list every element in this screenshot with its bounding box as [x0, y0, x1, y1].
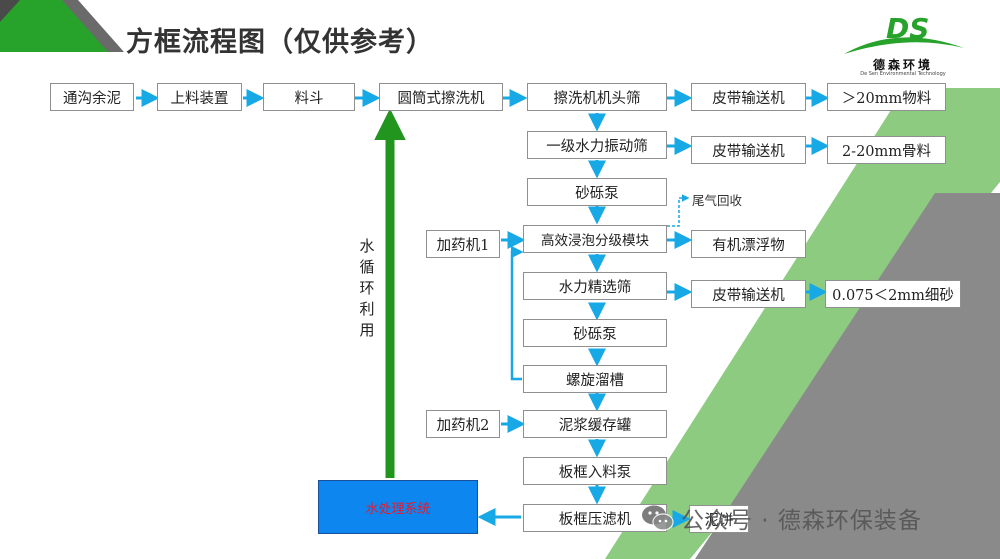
- box-dosing-1: 加药机1: [426, 230, 500, 258]
- company-logo: DS 德森环境 De Sen Environmental Technology: [838, 8, 968, 78]
- logo-mark-icon: DS: [844, 12, 964, 54]
- logo-mark-text: DS: [886, 12, 929, 45]
- box-drum-scrubber: 圆筒式擦洗机: [379, 83, 503, 111]
- page-title: 方框流程图（仅供参考）: [126, 27, 434, 58]
- box-hopper: 料斗: [263, 83, 355, 111]
- arrow-recycle: [510, 245, 524, 381]
- logo-name-cn: 德森环境: [872, 58, 933, 72]
- box-fine-screen: 水力精选筛: [523, 272, 667, 300]
- box-water-treatment: 水处理系统: [318, 480, 478, 534]
- box-product-aggregate: 2-20mm骨料: [827, 136, 946, 164]
- box-floating-organics: 有机漂浮物: [691, 230, 806, 258]
- box-soak-module: 高效浸泡分级模块: [523, 225, 667, 253]
- box-product-large: ＞20mm物料: [827, 83, 946, 111]
- logo-name-en: De Sen Environmental Technology: [860, 71, 946, 77]
- box-conveyor-mid: 皮带输送机: [691, 136, 806, 164]
- water-cycle-label: 水循环利用: [359, 237, 375, 339]
- box-gravel-pump-2: 砂砾泵: [523, 319, 667, 347]
- box-dosing-2: 加药机2: [426, 410, 500, 438]
- box-scrubber-screen: 擦洗机机头筛: [527, 83, 667, 111]
- watermark-text: 公众号 · 德森环保装备: [681, 508, 922, 534]
- exhaust-recovery-label: 尾气回收: [692, 193, 743, 208]
- box-vibrating-screen: 一级水力振动筛: [527, 131, 667, 159]
- box-gravel-pump-1: 砂砾泵: [527, 178, 667, 206]
- box-sewer-silt: 通沟余泥: [50, 83, 134, 111]
- box-filter-feed-pump: 板框入料泵: [523, 457, 667, 485]
- box-spiral-chute: 螺旋溜槽: [523, 365, 667, 393]
- box-slurry-tank: 泥浆缓存罐: [523, 410, 667, 438]
- watermark: 公众号 · 德森环保装备: [641, 502, 922, 534]
- box-filter-cake: 泥饼: [689, 505, 749, 533]
- box-product-fine-sand: 0.075＜2mm细砂: [825, 280, 961, 308]
- box-feeder: 上料装置: [157, 83, 242, 111]
- box-conveyor-low: 皮带输送机: [691, 280, 806, 308]
- box-conveyor-top: 皮带输送机: [691, 83, 806, 111]
- arrow-exhaust: [667, 194, 690, 227]
- wechat-icon: [642, 505, 674, 531]
